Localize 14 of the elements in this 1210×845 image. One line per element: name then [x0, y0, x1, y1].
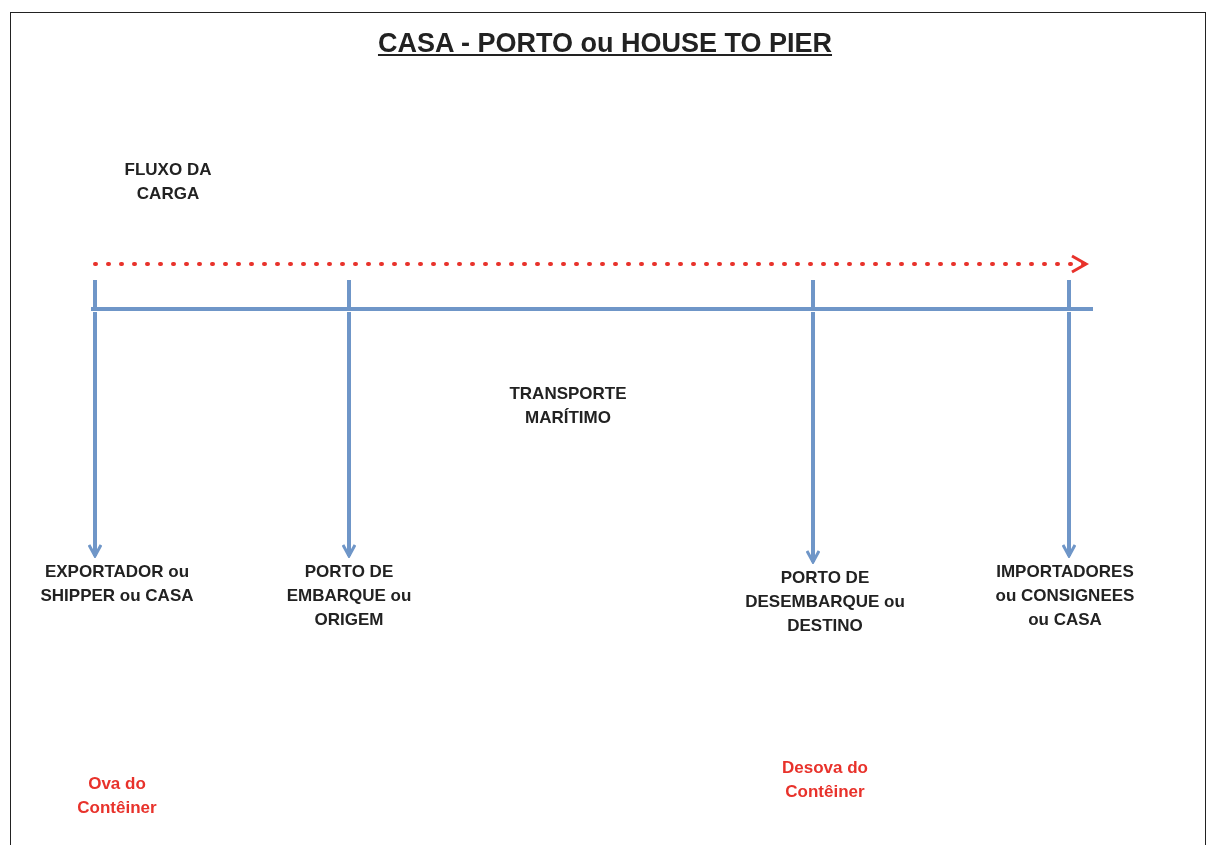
note-text: Ova do Contêiner — [76, 773, 158, 819]
arrow — [341, 312, 357, 558]
location-label: PORTO DE EMBARQUE ou ORIGEM — [284, 560, 414, 632]
arrow — [1061, 312, 1077, 558]
transport-label: TRANSPORTE MARÍTIMO — [508, 383, 628, 429]
location-label: EXPORTADOR ou SHIPPER ou CASA — [37, 560, 197, 608]
location-label: PORTO DE DESEMBARQUE ou DESTINO — [737, 566, 913, 638]
note-text: Desova do Contêiner — [781, 757, 869, 803]
location-label: IMPORTADORES ou CONSIGNEES ou CASA — [985, 560, 1145, 632]
timeline-bar — [91, 280, 1093, 312]
arrow — [805, 312, 821, 564]
diagram-title: CASA - PORTO ou HOUSE TO PIER — [377, 28, 832, 58]
arrow — [87, 312, 103, 558]
flow-label: FLUXO DA CARGA — [123, 159, 213, 205]
